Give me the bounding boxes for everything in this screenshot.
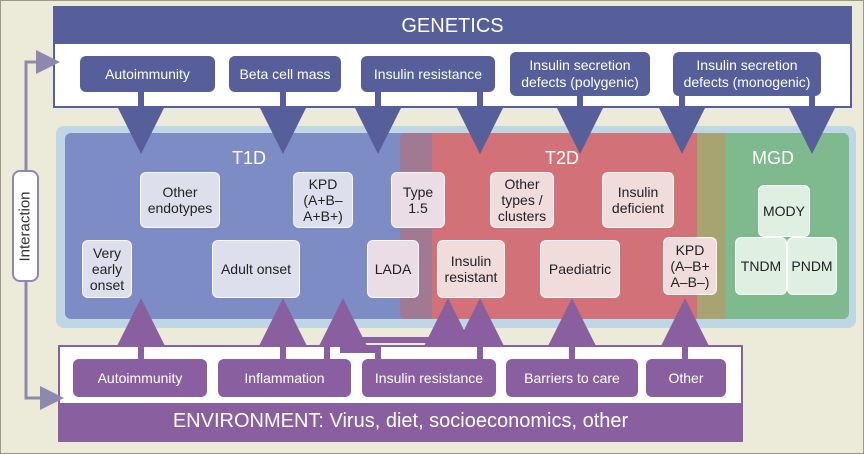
insulin-resistant-box: Insulin resistant bbox=[437, 240, 505, 298]
t1d-title: T1D bbox=[232, 148, 267, 168]
mgd-title: MGD bbox=[752, 148, 794, 168]
arrow-interaction-environment bbox=[24, 282, 64, 410]
paediatric-box: Paediatric bbox=[540, 240, 620, 298]
environment-factor-insulin-resistance: Insulin resistance bbox=[362, 359, 496, 397]
genetics-title: GENETICS bbox=[55, 8, 850, 44]
tndm-box: TNDM bbox=[735, 237, 787, 295]
adult-onset-box: Adult onset bbox=[212, 240, 300, 298]
type-1-5-box: Type 1.5 bbox=[391, 172, 445, 228]
environment-factor-other: Other bbox=[646, 359, 726, 397]
arrow-env-inflammation-2 bbox=[324, 298, 472, 359]
genetic-factor-beta-cell-mass: Beta cell mass bbox=[229, 56, 341, 92]
arrow-interaction-genetics bbox=[24, 50, 60, 170]
environment-factor-autoimmunity: Autoimmunity bbox=[73, 359, 207, 397]
environment-factor-barriers-to-care: Barriers to care bbox=[506, 359, 638, 397]
very-early-onset-box: Very early onset bbox=[82, 240, 132, 298]
interaction-label: Interaction bbox=[17, 190, 35, 262]
genetic-factor-monogenic: Insulin secretion defects (monogenic) bbox=[673, 52, 821, 96]
kpd-negative-box: KPD (A–B+ A–B–) bbox=[663, 237, 717, 295]
pndm-box: PNDM bbox=[787, 237, 837, 295]
arrow-env-insulin-resistance-1 bbox=[319, 298, 381, 359]
insulin-deficient-box: Insulin deficient bbox=[602, 172, 674, 228]
mody-box: MODY bbox=[758, 185, 810, 237]
other-endotypes-box: Other endotypes bbox=[140, 172, 220, 228]
other-types-box: Other types / clusters bbox=[490, 172, 554, 228]
lada-box: LADA bbox=[367, 240, 419, 298]
genetic-factor-autoimmunity: Autoimmunity bbox=[80, 56, 215, 92]
environment-title: ENVIRONMENT: Virus, diet, socioeconomics… bbox=[60, 403, 741, 440]
interaction-box: Interaction bbox=[12, 170, 39, 282]
genetic-factor-polygenic: Insulin secretion defects (polygenic) bbox=[510, 52, 650, 96]
environment-factor-inflammation: Inflammation bbox=[218, 359, 351, 397]
genetic-factor-insulin-resistance: Insulin resistance bbox=[361, 56, 495, 92]
kpd-positive-box: KPD (A+B– A+B+) bbox=[293, 172, 353, 228]
